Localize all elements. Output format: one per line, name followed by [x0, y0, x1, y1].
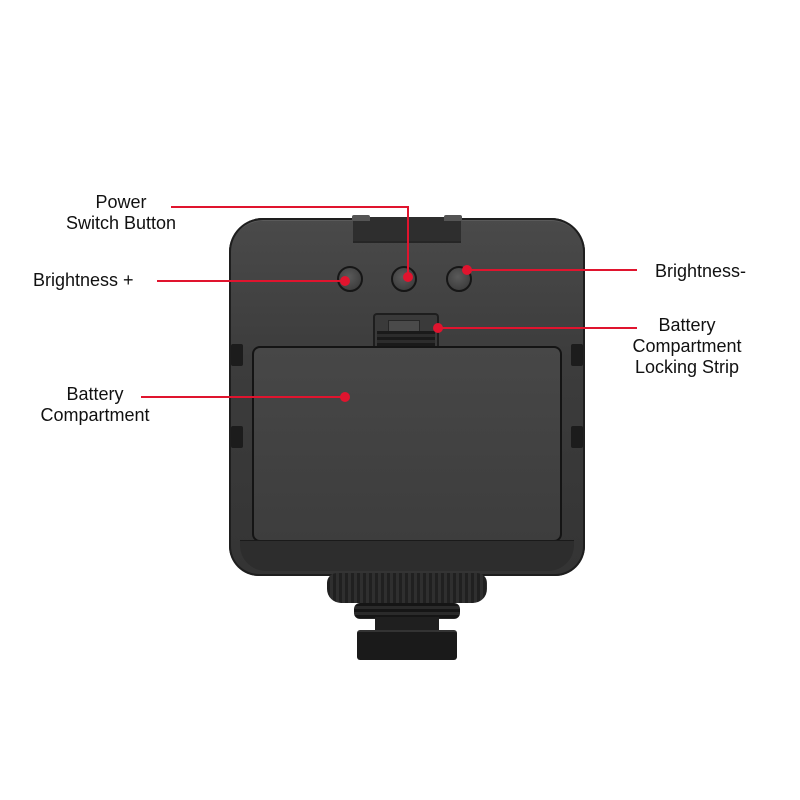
callout-text: Brightness +: [33, 270, 134, 290]
callout-battery-label: Battery Compartment: [30, 384, 160, 426]
callout-battery-line: [141, 396, 346, 398]
callout-text: Battery: [66, 384, 124, 404]
cold-shoe-thread: [354, 603, 460, 619]
callout-locking-strip-dot: [433, 323, 443, 333]
callout-text: Compartment: [40, 405, 150, 425]
callout-brightness-plus-dot: [340, 276, 350, 286]
cold-shoe-foot: [357, 630, 457, 660]
bottom-edge: [240, 540, 574, 571]
callout-text: Switch Button: [65, 213, 177, 233]
locking-strip-grip: [377, 331, 435, 349]
side-notch-right-top: [571, 344, 583, 366]
callout-brightness-minus-dot: [462, 265, 472, 275]
side-notch-left-bottom: [231, 426, 243, 448]
callout-text: Brightness-: [655, 261, 747, 281]
callout-power-dot: [403, 272, 413, 282]
callout-text: Locking Strip: [634, 357, 740, 377]
side-notch-right-bottom: [571, 426, 583, 448]
cold-shoe-stem: [375, 617, 439, 633]
callout-text: Compartment: [632, 336, 742, 356]
callout-text: Power: [95, 192, 147, 212]
top-clip-left: [352, 215, 370, 221]
callout-power-line-h: [171, 206, 408, 208]
side-notch-left-top: [231, 344, 243, 366]
callout-brightness-plus-line: [157, 280, 345, 282]
top-clip-right: [444, 215, 462, 221]
battery-compartment-door[interactable]: [252, 346, 562, 542]
callout-battery-dot: [340, 392, 350, 402]
callout-text: Battery: [658, 315, 716, 335]
callout-power-label: Power Switch Button: [55, 192, 187, 234]
callout-locking-strip-line: [438, 327, 637, 329]
callout-brightness-minus-line: [467, 269, 637, 271]
callout-brightness-minus-label: Brightness-: [655, 261, 746, 282]
brightness-minus-button[interactable]: [446, 266, 472, 292]
callout-locking-strip-label: Battery Compartment Locking Strip: [622, 315, 752, 378]
callout-brightness-plus-label: Brightness +: [33, 270, 134, 291]
callout-power-line-v: [407, 206, 409, 278]
cold-shoe-lock-nut: [327, 573, 487, 603]
